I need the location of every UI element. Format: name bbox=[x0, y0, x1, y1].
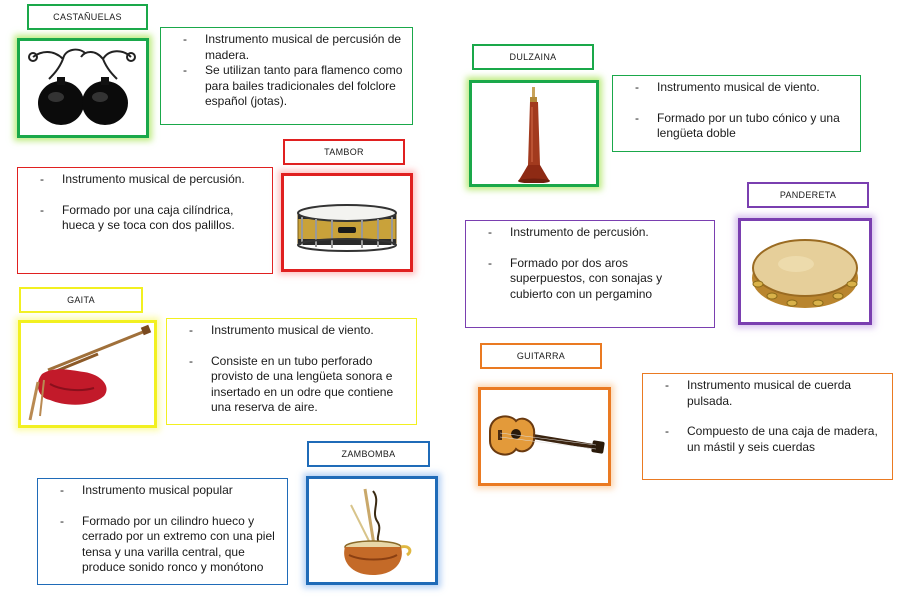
castanuelas-image bbox=[17, 38, 149, 138]
guitarra-desc-1: Instrumento musical de cuerda pulsada. bbox=[665, 378, 884, 409]
dulzaina-title-text: DULZAINA bbox=[509, 52, 557, 62]
dulzaina-description: Instrumento musical de viento. Formado p… bbox=[612, 75, 861, 152]
dulzaina-illustration bbox=[518, 86, 550, 183]
zambomba-illustration bbox=[344, 488, 412, 575]
dulzaina-image bbox=[469, 80, 599, 187]
gaita-title: GAITA bbox=[19, 287, 143, 313]
zambomba-title: ZAMBOMBA bbox=[307, 441, 430, 467]
guitarra-image bbox=[478, 387, 611, 486]
castanuelas-title-text: CASTAÑUELAS bbox=[53, 12, 122, 22]
pandereta-desc-2: Formado por dos aros superpuestos, con s… bbox=[488, 256, 706, 303]
drum-illustration bbox=[297, 203, 397, 252]
dulzaina-title: DULZAINA bbox=[472, 44, 594, 70]
pandereta-title-text: PANDERETA bbox=[779, 190, 837, 200]
castanuelas-description: Instrumento musical de percusión de made… bbox=[160, 27, 413, 125]
castanuelas-title: CASTAÑUELAS bbox=[27, 4, 148, 30]
pandereta-desc-1: Instrumento de percusión. bbox=[488, 225, 706, 241]
pandereta-image bbox=[738, 218, 872, 325]
gaita-title-text: GAITA bbox=[67, 295, 95, 305]
guitarra-description: Instrumento musical de cuerda pulsada. C… bbox=[642, 373, 893, 480]
guitarra-title-text: GUITARRA bbox=[516, 351, 566, 361]
zambomba-description: Instrumento musical popular Formado por … bbox=[37, 478, 288, 585]
guitar-illustration bbox=[488, 414, 605, 456]
gaita-desc-1: Instrumento musical de viento. bbox=[189, 323, 408, 339]
tambor-image bbox=[281, 173, 413, 272]
dulzaina-desc-1: Instrumento musical de viento. bbox=[635, 80, 852, 96]
guitarra-desc-2: Compuesto de una caja de madera, un mást… bbox=[665, 424, 884, 455]
gaita-desc-2: Consiste en un tubo perforado provisto d… bbox=[189, 354, 408, 416]
castanuelas-desc-2: Se utilizan tanto para flamenco como par… bbox=[183, 63, 404, 110]
tambourine-illustration bbox=[752, 238, 858, 308]
gaita-description: Instrumento musical de viento. Consiste … bbox=[166, 318, 417, 425]
zambomba-image bbox=[306, 476, 438, 585]
pandereta-description: Instrumento de percusión. Formado por do… bbox=[465, 220, 715, 328]
tambor-title-text: TAMBOR bbox=[324, 147, 364, 157]
gaita-image bbox=[18, 320, 157, 428]
castanets-illustration bbox=[28, 48, 136, 125]
guitarra-title: GUITARRA bbox=[480, 343, 602, 369]
tambor-title: TAMBOR bbox=[283, 139, 405, 165]
tambor-desc-1: Instrumento musical de percusión. bbox=[40, 172, 264, 188]
tambor-desc-2: Formado por una caja cilíndrica, hueca y… bbox=[40, 203, 264, 234]
bagpipe-illustration bbox=[28, 324, 151, 421]
zambomba-desc-2: Formado por un cilindro hueco y cerrado … bbox=[60, 514, 279, 576]
dulzaina-desc-2: Formado por un tubo cónico y una lengüet… bbox=[635, 111, 852, 142]
pandereta-title: PANDERETA bbox=[747, 182, 869, 208]
zambomba-desc-1: Instrumento musical popular bbox=[60, 483, 279, 499]
castanuelas-desc-1: Instrumento musical de percusión de made… bbox=[183, 32, 404, 63]
tambor-description: Instrumento musical de percusión. Formad… bbox=[17, 167, 273, 274]
zambomba-title-text: ZAMBOMBA bbox=[341, 449, 396, 459]
